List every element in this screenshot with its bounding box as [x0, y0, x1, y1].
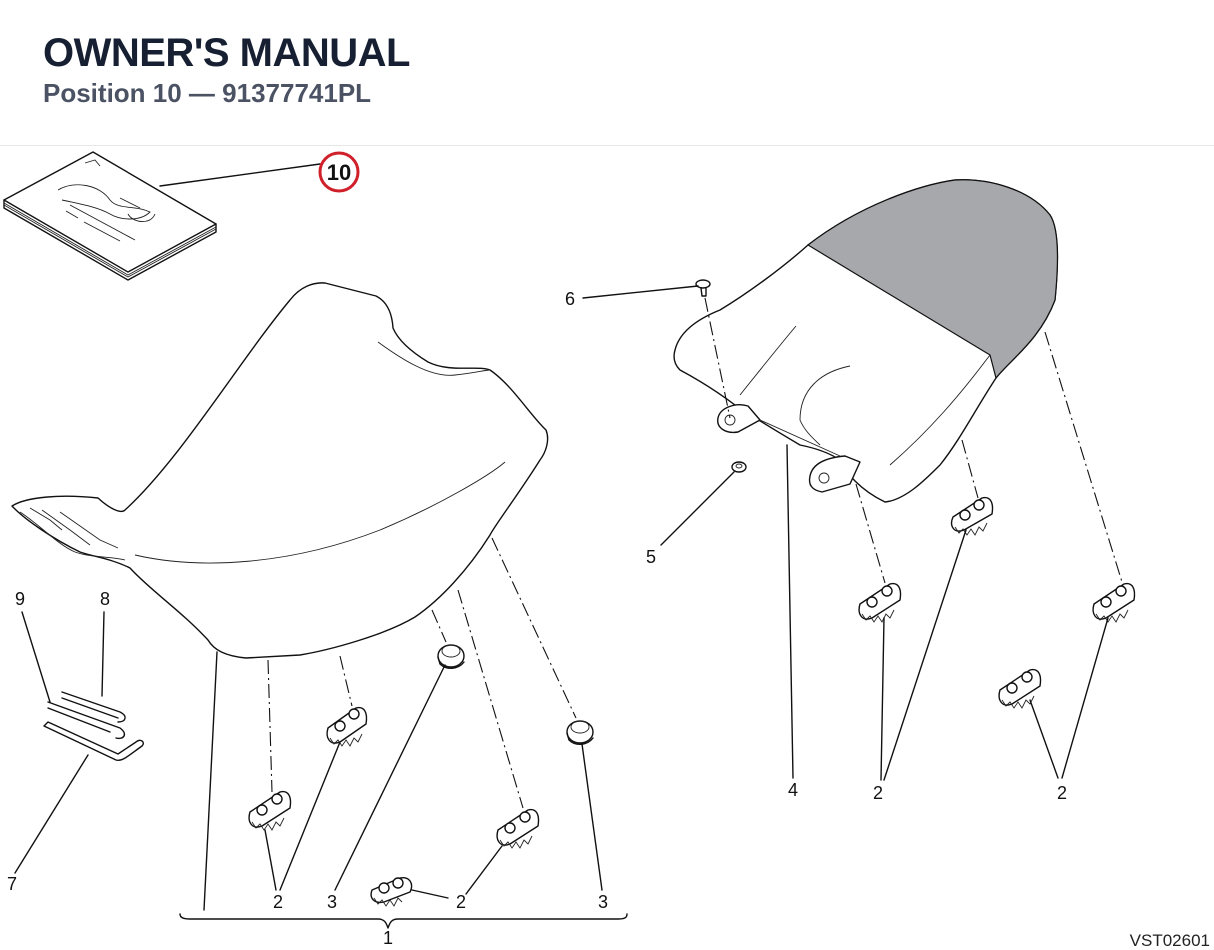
- assembly-lines: [267, 297, 1123, 809]
- callout-3-left: 3: [327, 892, 337, 912]
- owners-manual-booklet: [3, 151, 217, 281]
- front-seat: [11, 282, 549, 659]
- screw-part-6: [695, 279, 711, 297]
- callout-1: 1: [383, 928, 393, 948]
- callout-10: 10: [327, 160, 351, 185]
- rear-seat-shaded-panel: [806, 179, 1059, 380]
- callout-3-right: 3: [598, 892, 608, 912]
- leader-line-10: [159, 163, 321, 187]
- page-title: OWNER'S MANUAL: [43, 31, 410, 75]
- rubber-pad-rear-a: [858, 582, 902, 623]
- callout-2-front-left: 2: [273, 892, 283, 912]
- leader-lines: [14, 285, 1109, 911]
- reference-code: VST02601: [1130, 931, 1210, 950]
- callout-5: 5: [646, 547, 656, 567]
- callout-6: 6: [565, 289, 575, 309]
- rubber-pad-front-left: [248, 790, 292, 831]
- callout-2-front-right: 2: [456, 892, 466, 912]
- round-bumper-right: [566, 720, 594, 745]
- rubber-pad-rear-c: [1092, 582, 1136, 623]
- page-subtitle: Position 10 — 91377741PL: [43, 78, 372, 108]
- hex-keys: [43, 691, 145, 762]
- callout-8: 8: [100, 589, 110, 609]
- rubber-pad-rear-d: [998, 668, 1042, 709]
- washer-part-5: [731, 461, 747, 473]
- rubber-pad-front-right: [496, 808, 540, 849]
- rear-seat: [673, 179, 1059, 503]
- round-bumper-left: [437, 644, 465, 669]
- highlight-ring: [318, 151, 360, 193]
- callout-4: 4: [788, 780, 798, 800]
- page-header: OWNER'S MANUAL Position 10 — 91377741PL: [0, 0, 1214, 146]
- callout-7: 7: [7, 874, 17, 894]
- rubber-pad-front-bottom: [370, 877, 413, 907]
- callout-9: 9: [15, 589, 25, 609]
- callout-2-rear-right: 2: [1057, 783, 1067, 803]
- group-bracket: [179, 913, 628, 929]
- rubber-pad-front-mid: [326, 706, 368, 747]
- rubber-pad-rear-b: [950, 496, 994, 536]
- callout-2-rear-left: 2: [873, 783, 883, 803]
